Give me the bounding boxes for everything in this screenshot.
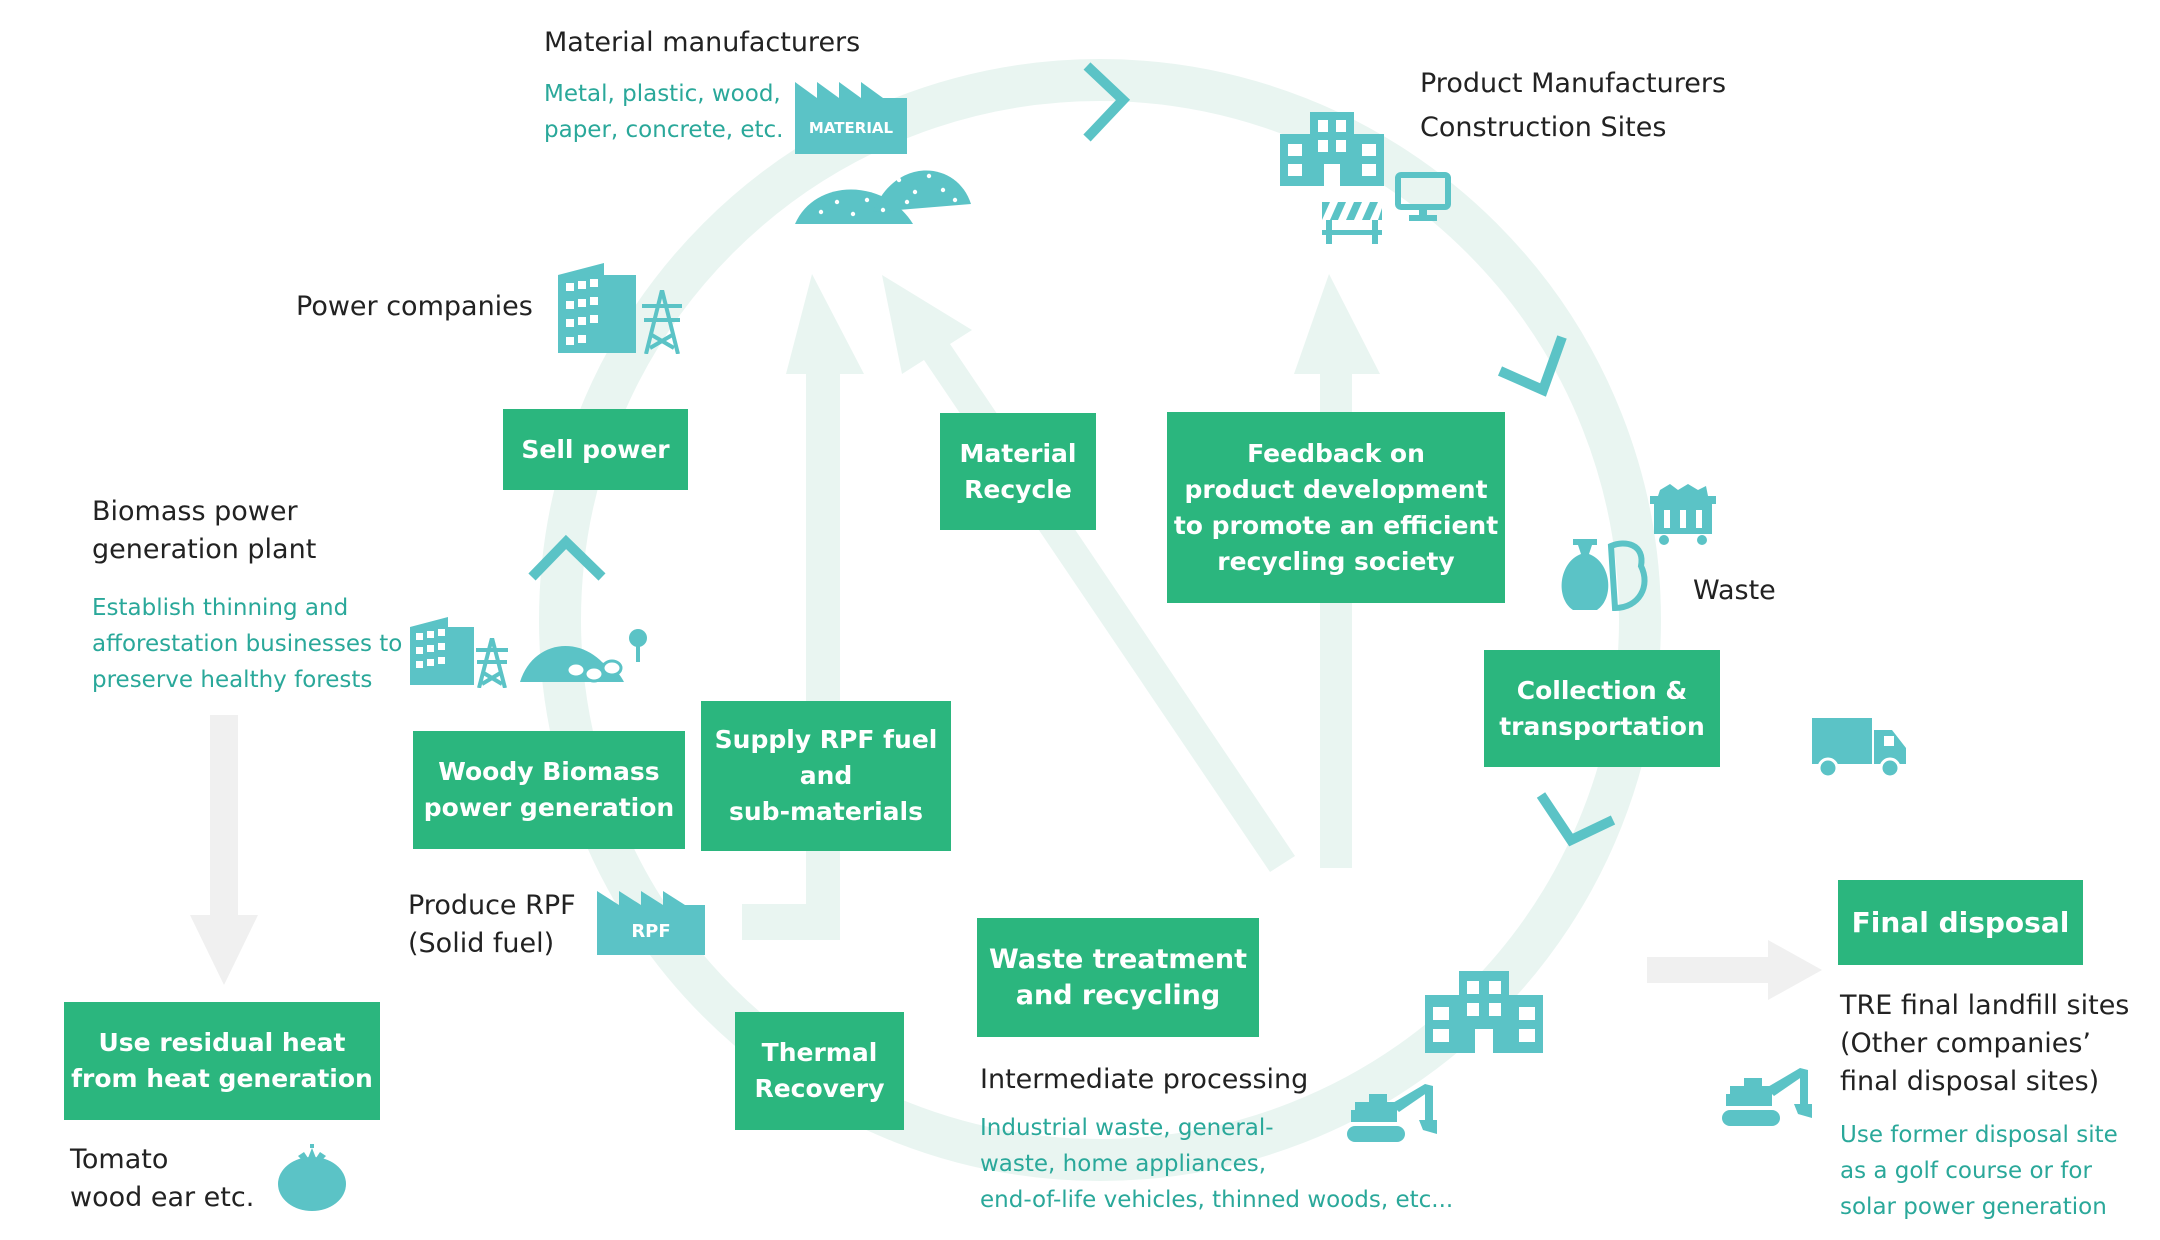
waste-treatment-box: Waste treatment and recycling [977,918,1259,1037]
excavator-icon [1347,1084,1437,1142]
sell-power-box: Sell power [503,409,688,490]
factory-material-label: MATERIAL [809,119,894,137]
ring-chevron-right-upper [1497,335,1567,397]
factory-rpf-icon: RPF [597,891,705,955]
product-manufacturers-title: Product Manufacturers Construction Sites [1420,68,1727,143]
building-icon [1280,112,1384,186]
waste-cart-icon [1650,484,1716,545]
forest-logs-icon [520,629,647,683]
truck-icon [1812,718,1906,778]
arrow-right-final [1647,940,1822,1000]
excavator-final-icon [1722,1068,1812,1126]
intermediate-processing-title: Intermediate processing [980,1064,1309,1095]
final-disposal-box: Final disposal [1838,880,2083,965]
tomato-label: Tomato wood ear etc. [70,1144,255,1213]
material-manufacturers-desc: Metal, plastic, wood, paper, concrete, e… [544,81,784,143]
monitor-icon [1395,172,1451,221]
tomato-icon [278,1144,346,1211]
garbage-bags-icon [1561,539,1648,612]
tre-landfill-desc: Use former disposal site as a golf cours… [1840,1122,2118,1220]
biomass-building-icon [410,617,474,685]
material-manufacturers-title: Material manufacturers [544,27,861,58]
waste-label: Waste [1693,575,1776,606]
thermal-recovery-box: Thermal Recovery [735,1012,904,1130]
ring-chevron-left [528,534,606,581]
residual-heat-box: Use residual heat from heat generation [64,1002,380,1120]
power-tower-icon [642,290,682,354]
factory-rpf-label: RPF [631,921,670,942]
woody-biomass-box: Woody Biomass power generation [413,731,685,849]
biomass-plant-desc: Establish thinning and afforestation bus… [92,595,403,693]
collection-transportation-box: Collection & transportation [1484,650,1720,767]
biomass-plant-title: Biomass power generation plant [92,496,317,565]
ring-chevron-right-lower [1536,792,1616,847]
biomass-tower-icon [476,638,508,688]
arrow-down-biomass [190,715,258,985]
intermediate-processing-desc: Industrial waste, general- waste, home a… [980,1115,1454,1213]
power-companies-title: Power companies [296,291,533,322]
intermediate-building-icon [1425,971,1543,1053]
material-pile-icon [795,170,971,224]
power-building-icon [558,263,636,353]
tre-landfill-title: TRE final landfill sites (Other companie… [1840,990,2130,1097]
feedback-box: Feedback on product development to promo… [1167,412,1505,603]
material-recycle-box: Material Recycle [940,413,1096,530]
produce-rpf-title: Produce RPF (Solid fuel) [408,890,576,959]
ring-chevron-top [1083,62,1131,142]
supply-rpf-box: Supply RPF fuel and sub-materials [701,701,951,851]
construction-barrier-icon [1322,202,1382,244]
factory-material-icon: MATERIAL [795,82,907,154]
